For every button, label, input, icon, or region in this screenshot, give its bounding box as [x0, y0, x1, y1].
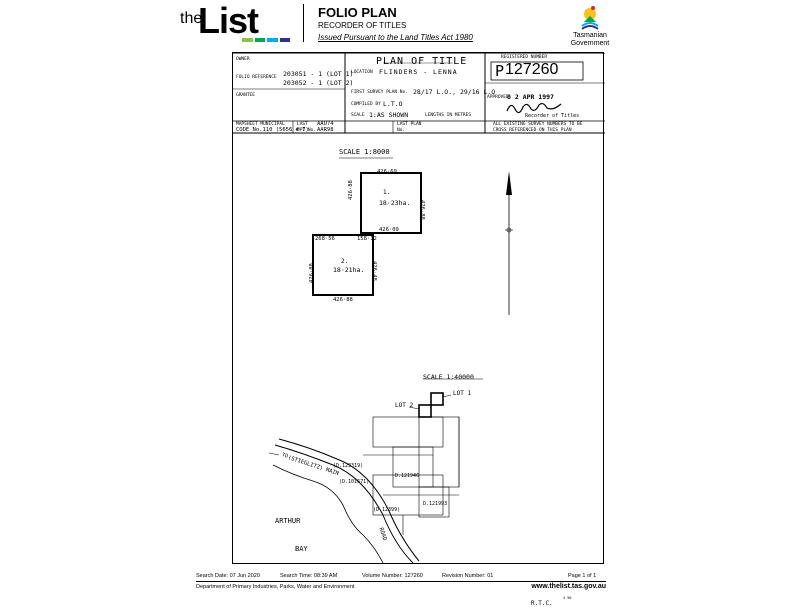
- upi-value: AAR98: [317, 127, 334, 133]
- dim-top: 426·69: [377, 169, 397, 175]
- folio-reference-2: 203052 - 1 (LOT 2): [283, 79, 354, 87]
- registered-number-prefix: P: [495, 62, 505, 80]
- parcel-ref-5: D.121993: [423, 501, 448, 507]
- location-value: FLINDERS - LENNA: [379, 68, 458, 76]
- dim-lot2-top-right: 158·12: [357, 236, 377, 242]
- lot-1-area: 18·23ha.: [379, 199, 411, 207]
- document-subtitle: RECORDER OF TITLES: [318, 21, 407, 30]
- parcel-ref-3: (D.101671): [339, 479, 370, 485]
- parcel-ref-2: D.121946: [395, 473, 420, 479]
- location-label: LOCATION: [351, 70, 373, 75]
- lot-2-area: 18·21ha.: [333, 266, 365, 274]
- recorder-of-titles: Recorder of Titles: [525, 113, 580, 119]
- registered-number-label: REGISTERED NUMBER: [501, 55, 548, 60]
- arthur-label: ARTHUR: [275, 517, 301, 525]
- page-footer: Search Date: 07 Jun 2020 Search Time: 08…: [196, 573, 606, 593]
- title-block-lines: [233, 53, 605, 134]
- lot-2-number: 2.: [341, 258, 349, 265]
- cross-ref-note-2: CROSS REFERENCED ON THIS PLAN: [493, 128, 572, 133]
- dim-lot1-right: 426·88: [419, 200, 425, 220]
- lot-2-locality-label: LOT 2: [395, 402, 414, 409]
- drafter-initials: R.T.C.: [531, 600, 553, 607]
- dim-lot1-left: 426·88: [348, 180, 354, 200]
- search-date: Search Date: 07 Jun 2020: [196, 573, 260, 579]
- plan-of-title-heading: PLAN OF TITLE: [376, 56, 468, 67]
- municipal-code: CODE No.110 (5656 # 7): [236, 127, 309, 133]
- parcel-ref-1: (D.123319): [333, 463, 364, 469]
- cross-ref-note-1: ALL EXISTING SURVEY NUMBERS TO BE: [493, 122, 583, 127]
- last-upi-label: LAST: [297, 122, 308, 127]
- last-plan-label: LAST PLAN: [397, 122, 422, 127]
- main-road-line-1: [274, 444, 414, 564]
- compiled-by-label: COMPILED BY: [351, 102, 381, 107]
- lot-1-parcel: [360, 172, 422, 234]
- approved-label: APPROVED: [487, 95, 509, 100]
- lengths-note: LENGTHS IN METRES: [425, 113, 472, 118]
- recorder-signature-icon: [506, 102, 562, 114]
- coastline: [272, 464, 384, 564]
- dim-middle: 426·09: [379, 227, 399, 233]
- dim-lot2-right: 426·48: [371, 261, 377, 281]
- department-name: Department of Primary Industries, Parks,…: [196, 584, 355, 590]
- revision-number: Revision Number: 01: [442, 573, 494, 579]
- lot-2-parcel: [312, 234, 374, 296]
- lot-1-locality-label: LOT 1: [453, 390, 472, 397]
- folio-reference-label: FOLIO REFERENCE: [236, 75, 277, 80]
- scale-label: SCALE: [351, 113, 365, 118]
- folio-reference-1: 203051 - 1 (LOT 1): [283, 70, 354, 78]
- locality-lot-1: [430, 392, 444, 406]
- plan-sheet: OWNER FOLIO REFERENCE 203051 - 1 (LOT 1)…: [232, 52, 605, 607]
- footer-divider: [196, 581, 606, 582]
- locality-parcels: [363, 416, 460, 535]
- last-upi-value: AAU74: [317, 121, 334, 127]
- locality-lot-2: [418, 404, 432, 418]
- parcel-ref-4: (D.12399): [373, 507, 401, 513]
- upi-label: UPI No.: [297, 128, 316, 133]
- scale-value: 1:AS SHOWN: [369, 111, 409, 119]
- dim-lot2-left: 426·88: [309, 263, 315, 283]
- tasmania-crest-icon: [581, 6, 599, 30]
- header-divider: [303, 4, 304, 42]
- logo-the-text: the: [180, 10, 203, 27]
- government-name: Tasmanian Government: [570, 32, 610, 47]
- thelist-logo: the List: [180, 0, 292, 42]
- corner-note: 4 96: [563, 596, 572, 600]
- tasmanian-government-logo: Tasmanian Government: [560, 4, 620, 47]
- owner-label: OWNER: [236, 57, 250, 62]
- compiled-by-value: L.T.O: [383, 100, 403, 108]
- volume-number: Volume Number: 127260: [362, 573, 423, 579]
- first-survey-label: FIRST SURVEY PLAN No.: [351, 90, 408, 95]
- registered-number: 127260: [505, 61, 559, 78]
- grantee-label: GRANTEE: [236, 93, 255, 98]
- lot-1-number: 1.: [383, 189, 391, 196]
- thelist-url-link[interactable]: www.thelist.tas.gov.au: [531, 583, 606, 590]
- north-arrow-icon: [505, 171, 513, 315]
- scale-2-label: SCALE 1:40000: [423, 373, 474, 381]
- bay-label: BAY: [295, 545, 308, 553]
- scale-1-label: SCALE 1:8000: [339, 148, 390, 156]
- issued-note: Issued Pursuant to the Land Titles Act 1…: [318, 33, 473, 42]
- last-plan-no-label: No.: [397, 128, 406, 133]
- dim-lot2-top-left: 268·56: [315, 236, 335, 242]
- logo-list-text: List: [198, 0, 259, 41]
- page-header: the List FOLIO PLAN RECORDER OF TITLES I…: [0, 0, 800, 47]
- document-title: FOLIO PLAN: [318, 5, 397, 20]
- survey-drawing: [268, 157, 513, 564]
- dim-bottom: 426·88: [333, 297, 353, 303]
- logo-color-bar: [242, 38, 290, 42]
- main-road-line-2: [278, 438, 420, 562]
- approved-date: 0 2 APR 1997: [507, 93, 554, 101]
- page-number: Page 1 of 1: [568, 573, 597, 579]
- search-time: Search Time: 08:39 AM: [280, 573, 338, 579]
- first-survey-value: 28/17 L.O., 29/16 L.O: [413, 88, 496, 96]
- municipal-label: MAPSHEET MUNICIPAL: [236, 122, 285, 127]
